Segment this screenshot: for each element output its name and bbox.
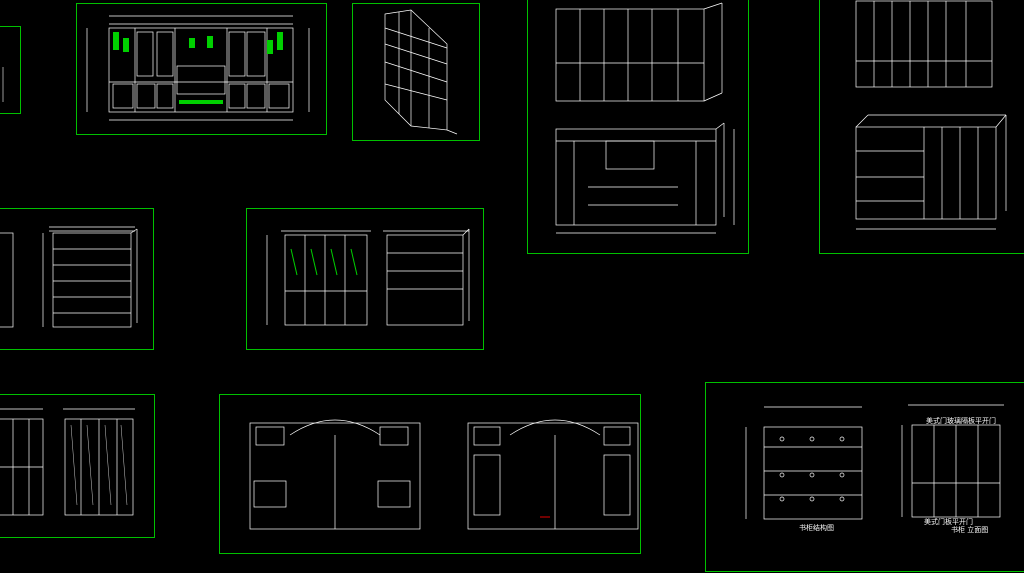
drawing-frame-glass-bookcase[interactable] xyxy=(246,208,484,350)
bookcase-structure-drawing xyxy=(745,404,1004,520)
drawing-frame-tv-cabinet[interactable] xyxy=(76,3,327,135)
drawing-frame-bookcase-structure[interactable]: 美式门玻璃隔板平开门 美式门板平开门 书柜结构图 书柜 立面图 xyxy=(705,382,1024,572)
glass-bookcase-drawing xyxy=(266,228,470,326)
right-wardrobe-drawing xyxy=(855,0,1007,230)
caption-door-bottom: 美式门板平开门 xyxy=(924,518,973,526)
partial-cabinet-drawing xyxy=(2,67,4,102)
bottom-left-cabinets-drawing xyxy=(0,408,135,516)
wardrobe-drawing xyxy=(555,2,735,234)
tv-cabinet-elevation-drawing xyxy=(86,15,310,121)
drawing-frame-right-wardrobe[interactable] xyxy=(819,0,1024,254)
drawing-frame-wardrobe[interactable] xyxy=(527,0,749,254)
caption-door-top: 美式门玻璃隔板平开门 xyxy=(926,417,996,425)
caption-bookcase-elevation: 书柜 立面图 xyxy=(951,526,989,534)
drawing-frame-bookshelves-left[interactable] xyxy=(0,208,154,350)
corner-bookcase-iso-drawing xyxy=(384,9,458,135)
drawing-frame-corner-bookcase[interactable] xyxy=(352,3,480,141)
bookshelves-left-drawing xyxy=(0,226,138,328)
caption-bookcase-structure: 书柜结构图 xyxy=(799,524,834,532)
drawing-frame-bottom-left-cabinets[interactable] xyxy=(0,394,155,538)
drawing-frame-partial-left-top[interactable] xyxy=(0,26,21,114)
drawing-frame-arched-partition[interactable] xyxy=(219,394,641,554)
arched-partition-drawing xyxy=(249,419,639,530)
